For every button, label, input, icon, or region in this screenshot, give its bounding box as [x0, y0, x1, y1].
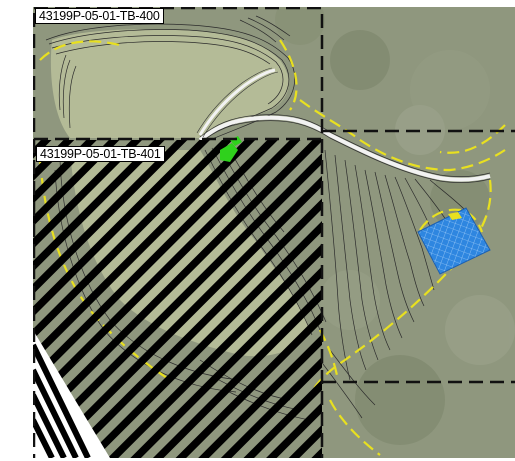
access-road: [198, 115, 491, 182]
upper-access-road: [198, 68, 276, 136]
sheet-tb401-hatch: [33, 140, 322, 458]
blue-panel-array-icon[interactable]: [417, 207, 491, 275]
contours-east: [319, 149, 471, 419]
upper-access-road-edge: [196, 67, 279, 138]
sheet-label-tb400[interactable]: 43199P-05-01-TB-400: [35, 8, 164, 24]
cleared-pad-upper: [50, 29, 289, 138]
sheet-borders: [33, 7, 515, 458]
lower-left-gap: [33, 330, 110, 458]
lower-left-hatch: [33, 343, 91, 458]
sheet-label-tb401[interactable]: 43199P-05-01-TB-401: [36, 146, 165, 162]
